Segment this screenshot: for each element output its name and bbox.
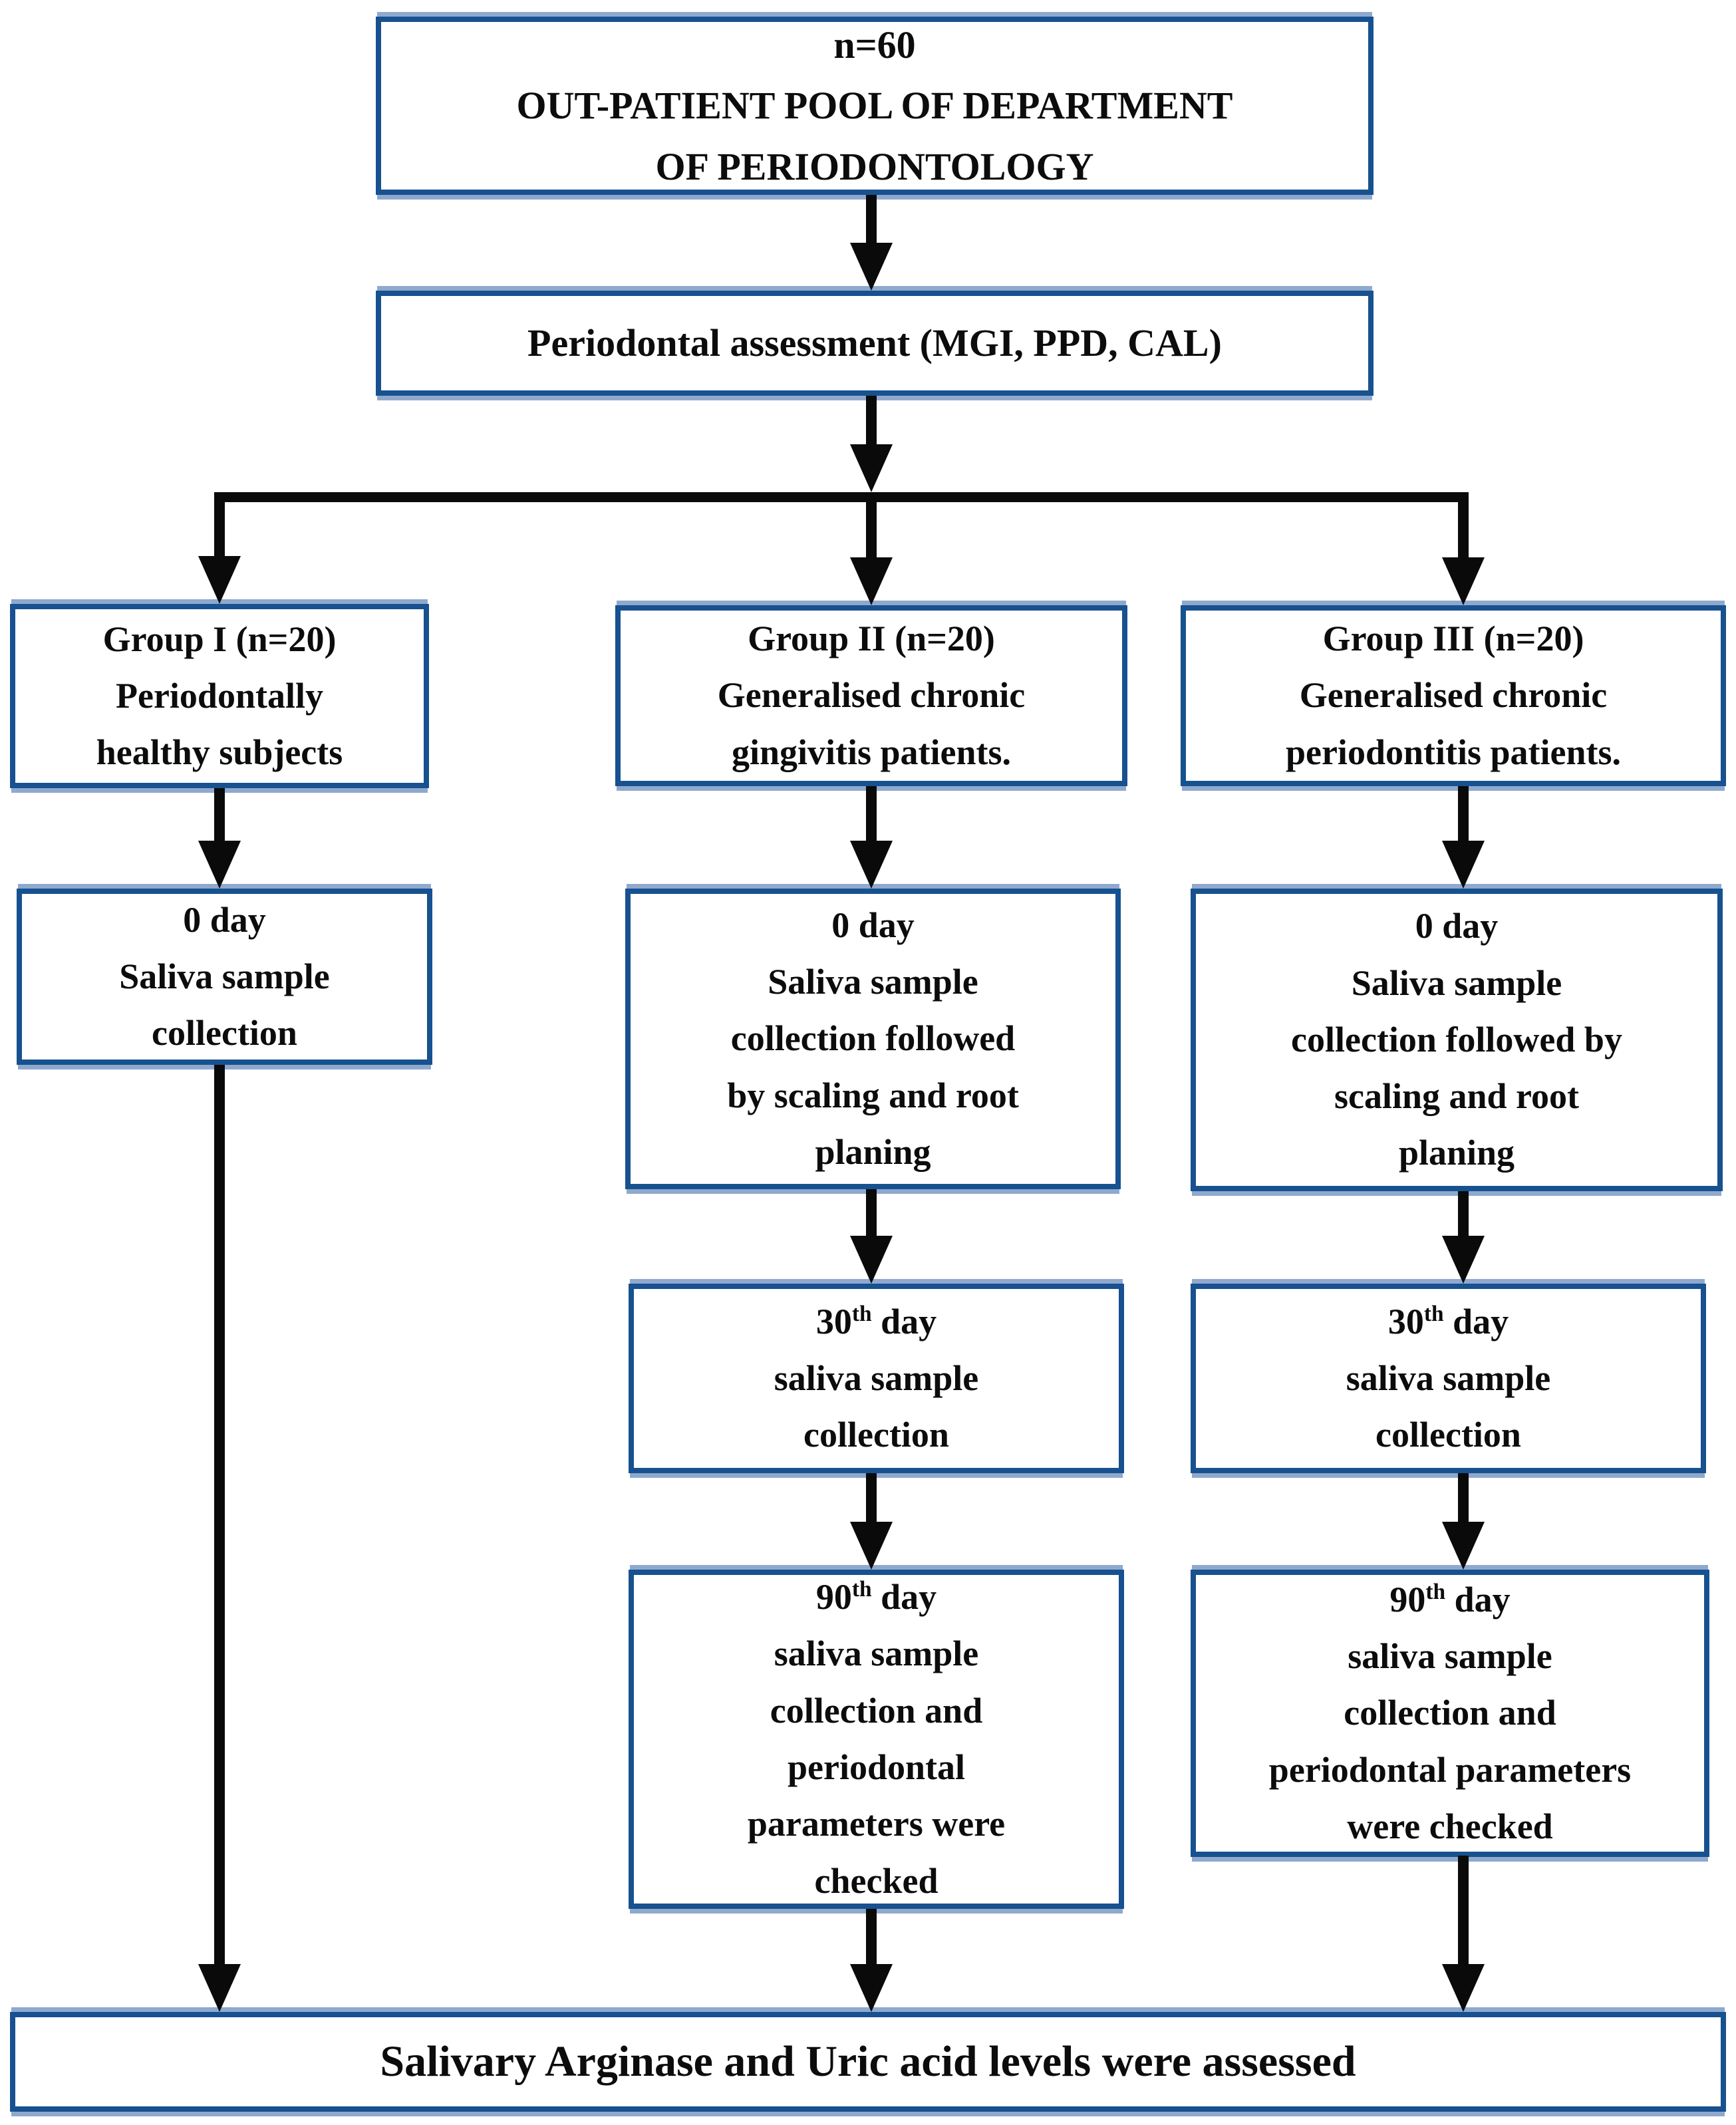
- arrow-assessment-to-branch: [850, 396, 893, 492]
- box-text-line: 30th day: [1387, 1301, 1509, 1342]
- arrow-day90-group3-to-outcome: [1442, 1856, 1485, 2012]
- box-text-line: Periodontally: [116, 675, 323, 716]
- day30-group3-box: 30th day saliva sample collection: [1191, 1284, 1706, 1473]
- box-text-line: were checked: [1347, 1806, 1553, 1846]
- box-text-line: Salivary Arginase and Uric acid levels w…: [380, 2037, 1356, 2086]
- box-text-line: parameters were: [747, 1804, 1006, 1844]
- group3-box: Group III (n=20) Generalised chronic perio…: [1181, 605, 1726, 786]
- arrow-group3-to-day0: [1442, 786, 1485, 889]
- box-text-line: saliva sample: [1346, 1357, 1551, 1398]
- box-text-line: Periodontal assessment (MGI, PPD, CAL): [527, 321, 1222, 365]
- box-text-line: 90th day: [815, 1577, 937, 1618]
- box-text-line: 0 day: [183, 899, 266, 940]
- box-text-line: collection followed by: [1291, 1019, 1622, 1060]
- arrow-day0-group1-to-outcome: [198, 1065, 241, 2012]
- box-text-line: checked: [814, 1860, 939, 1901]
- arrow-group2-to-day0: [850, 786, 893, 889]
- arrow-branch-to-group2: [850, 500, 893, 605]
- day90-group2-box: 90th day saliva sample collection and perio…: [629, 1570, 1124, 1909]
- box-text-line: planing: [1398, 1133, 1515, 1173]
- box-text-line: saliva sample: [774, 1357, 979, 1398]
- box-text-line: planing: [815, 1131, 931, 1172]
- branch-line: [214, 492, 1469, 502]
- box-text-line: collection and: [770, 1690, 983, 1731]
- box-text-line: 30th day: [815, 1301, 937, 1342]
- box-text-line: 0 day: [1415, 906, 1499, 946]
- arrow-day0-to-day30-group3: [1442, 1191, 1485, 1284]
- box-text-line: collection: [803, 1415, 949, 1455]
- arrow-day90-group2-to-outcome: [850, 1909, 893, 2012]
- assessment-box: Periodontal assessment (MGI, PPD, CAL): [376, 291, 1374, 396]
- box-text-line: collection: [152, 1013, 297, 1054]
- arrow-pool-to-assessment: [850, 195, 893, 291]
- box-text-line: periodontitis patients.: [1285, 732, 1622, 772]
- box-text-line: collection followed: [730, 1018, 1016, 1059]
- box-text-line: saliva sample: [1348, 1636, 1552, 1677]
- group1-box: Group I (n=20) Periodontally healthy subje…: [10, 604, 429, 788]
- day90-group3-box: 90th day saliva sample collection and perio…: [1191, 1570, 1709, 1857]
- box-text-line: by scaling and root: [727, 1075, 1019, 1115]
- box-text-line: periodontal: [787, 1747, 966, 1787]
- arrow-day30-to-day90-group2: [850, 1473, 893, 1570]
- box-text-line: Generalised chronic: [717, 675, 1026, 716]
- group2-box: Group II (n=20) Generalised chronic gingiv…: [615, 605, 1127, 786]
- box-text-line: Group II (n=20): [748, 619, 995, 659]
- box-text-line: OUT-PATIENT POOL OF DEPARTMENT: [516, 84, 1233, 128]
- box-text-line: collection: [1375, 1415, 1521, 1455]
- box-text-line: 0 day: [831, 905, 915, 945]
- arrow-branch-to-group1: [198, 500, 241, 604]
- box-text-line: Saliva sample: [119, 956, 330, 996]
- box-text-line: Generalised chronic: [1299, 675, 1608, 716]
- box-text-line: OF PERIODONTOLOGY: [655, 144, 1094, 188]
- box-text-line: gingivitis patients.: [731, 732, 1012, 772]
- box-text-line: 90th day: [1389, 1579, 1511, 1620]
- box-text-line: Group I (n=20): [102, 619, 337, 659]
- box-text-line: collection and: [1344, 1693, 1556, 1733]
- arrow-group1-to-day0: [198, 788, 241, 889]
- box-text-line: Saliva sample: [1351, 962, 1562, 1003]
- box-text-line: scaling and root: [1334, 1076, 1580, 1117]
- box-text-line: Saliva sample: [768, 962, 978, 1002]
- box-text-line: Group III (n=20): [1322, 619, 1584, 659]
- box-text-line: periodontal parameters: [1268, 1749, 1632, 1790]
- arrow-day30-to-day90-group3: [1442, 1473, 1485, 1570]
- day30-group2-box: 30th day saliva sample collection: [629, 1284, 1124, 1473]
- arrow-day0-to-day30-group2: [850, 1189, 893, 1284]
- box-text-line: saliva sample: [774, 1633, 979, 1674]
- outcome-box: Salivary Arginase and Uric acid levels w…: [10, 2012, 1726, 2112]
- arrow-branch-to-group3: [1442, 500, 1485, 605]
- box-text-line: n=60: [833, 23, 916, 67]
- box-text-line: healthy subjects: [96, 732, 343, 773]
